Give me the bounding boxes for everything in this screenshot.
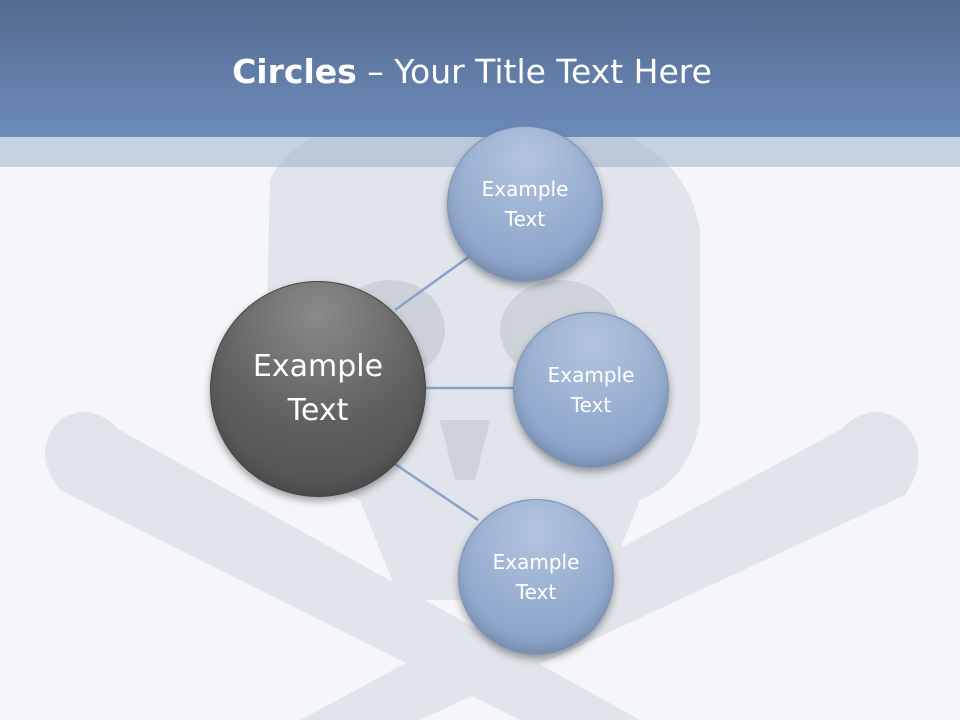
center-node-line2: Text [287, 393, 349, 428]
node-label-line2: Text [515, 580, 557, 604]
node-label-line1: Example [481, 177, 569, 201]
connector-top [394, 254, 471, 312]
node-label-line2: Text [570, 393, 612, 417]
title-bar [0, 0, 960, 137]
slide-title: Circles – Your Title Text Here [0, 52, 944, 91]
title-bold: Circles [232, 52, 357, 91]
center-node-line1: Example [252, 349, 384, 384]
node-label-line1: Example [547, 363, 635, 387]
title-rest: – Your Title Text Here [356, 52, 712, 91]
node-label-line2: Text [504, 207, 546, 231]
connector-bottom [394, 462, 479, 522]
node-label-line1: Example [492, 550, 580, 574]
